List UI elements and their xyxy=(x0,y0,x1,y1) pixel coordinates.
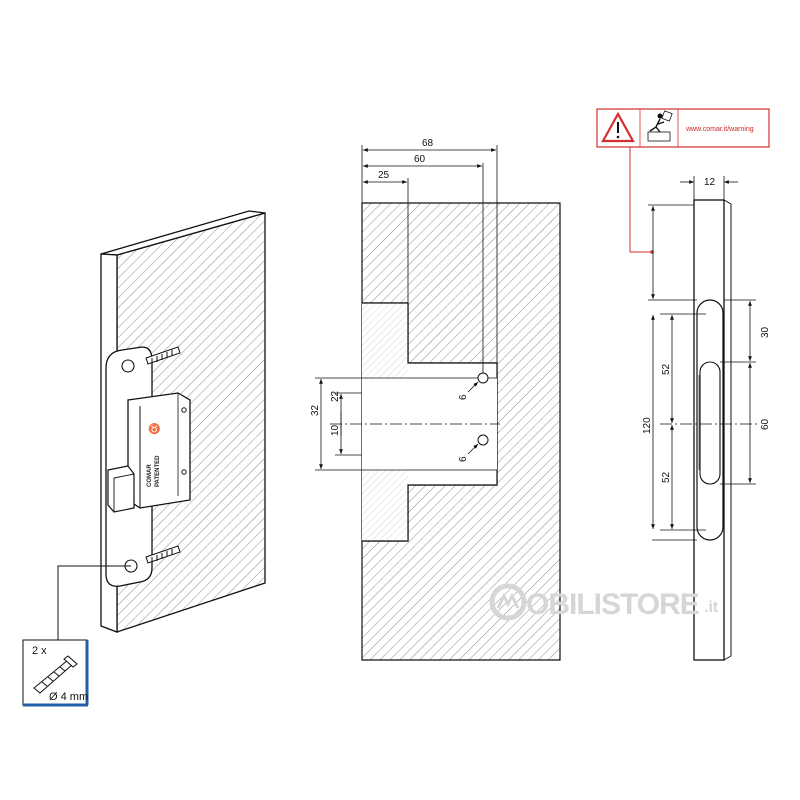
watermark: OBILISTORE .it xyxy=(489,583,719,621)
screw-top xyxy=(145,346,181,365)
dim-60-right: 60 xyxy=(760,418,771,430)
dim-10: 10 xyxy=(330,424,341,436)
product-stamp: PATENTED xyxy=(155,455,161,487)
plate-slot-inner xyxy=(699,361,721,485)
dim-22: 22 xyxy=(330,390,341,402)
hole-dia-bottom-label: 6 xyxy=(458,456,469,462)
dim-25: 25 xyxy=(378,170,390,181)
hole-bottom xyxy=(477,434,489,446)
dim-12: 12 xyxy=(704,177,716,188)
plate-screw-hole-top xyxy=(121,359,135,373)
dim-60: 60 xyxy=(414,154,426,165)
hinge-rivet-top xyxy=(181,407,187,413)
dim-30: 30 xyxy=(760,326,771,338)
falling-person-icon xyxy=(647,110,673,142)
warning-leader xyxy=(629,147,652,253)
screw-diameter: Ø 4 mm xyxy=(49,691,88,703)
dim-52-upper: 52 xyxy=(661,363,672,375)
front-view: www.comar.it/warning 12 120 xyxy=(596,108,771,661)
logo-mark: ♉ xyxy=(148,422,160,435)
hole-top xyxy=(477,372,489,384)
warning-url: www.comar.it/warning xyxy=(685,126,754,133)
dim-120: 120 xyxy=(642,417,653,434)
watermark-text: OBILISTORE xyxy=(526,588,699,621)
screw-info-box: 2 x Ø 4 mm xyxy=(22,639,89,707)
screw-quantity: 2 x xyxy=(32,645,47,657)
warning-label: www.comar.it/warning xyxy=(596,108,770,148)
perspective-view: ♉ COMAR PATENTED xyxy=(57,210,266,640)
screw-bottom xyxy=(145,545,181,564)
hole-dia-top-label: 6 xyxy=(458,394,469,400)
watermark-suffix: .it xyxy=(704,599,719,616)
screw-leader xyxy=(57,565,131,640)
dim-68: 68 xyxy=(422,138,434,149)
screw-icon xyxy=(33,655,78,694)
hinge-rivet-bottom xyxy=(181,469,187,475)
dim-52-lower: 52 xyxy=(661,471,672,483)
dim-32: 32 xyxy=(310,404,321,416)
watermark-logo-icon xyxy=(489,583,527,621)
latch xyxy=(107,465,135,513)
section-view: 6 6 68 60 25 32 22 10 xyxy=(310,138,561,661)
warning-triangle-icon xyxy=(601,111,635,143)
product-stamp-brand: COMAR xyxy=(147,464,153,487)
hinge-body xyxy=(127,392,191,509)
